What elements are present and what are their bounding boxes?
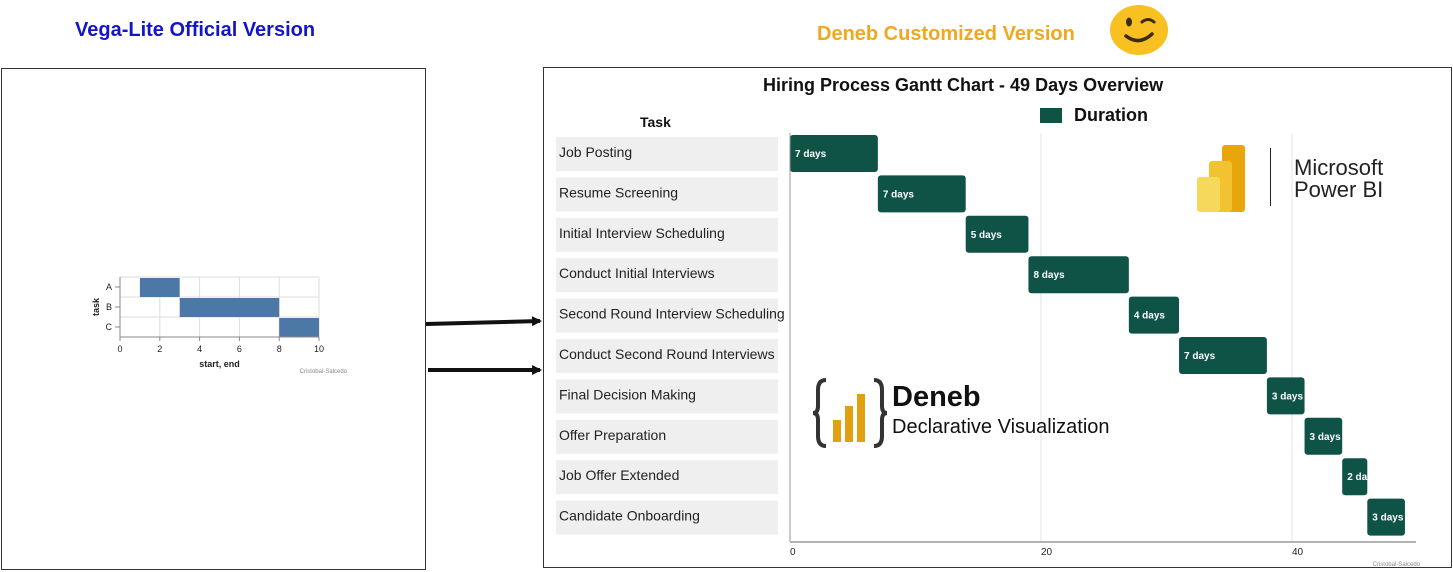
duration-label: 8 days — [1033, 270, 1065, 281]
power-bi-line2: Power BI — [1294, 177, 1384, 202]
x-tick-label: 0 — [117, 344, 122, 354]
duration-bar — [1342, 458, 1368, 496]
duration-bar — [1179, 337, 1267, 374]
task-label: Second Round Interview Scheduling — [559, 306, 785, 322]
task-label: Conduct Initial Interviews — [559, 265, 715, 281]
task-label: Final Decision Making — [559, 386, 696, 402]
task-label-box — [556, 137, 778, 171]
bar-B — [179, 298, 280, 317]
bar-C — [279, 318, 319, 337]
deneb-logo-icon — [812, 378, 888, 448]
duration-bar — [1304, 417, 1343, 455]
task-label-box — [556, 177, 778, 212]
x-tick-label: 20 — [1041, 547, 1053, 558]
y-tick-label: A — [106, 282, 112, 292]
duration-bar — [965, 215, 1029, 253]
task-label-box — [556, 419, 778, 454]
task-label: Conduct Second Round Interviews — [559, 346, 775, 362]
left-heading: Vega-Lite Official Version — [75, 19, 316, 41]
x-tick-label: 8 — [277, 344, 282, 354]
duration-label: 5 days — [971, 230, 1003, 241]
task-label: Job Offer Extended — [559, 467, 679, 483]
task-label: Offer Preparation — [559, 427, 666, 443]
duration-bar — [790, 135, 878, 172]
task-label: Job Posting — [559, 144, 632, 160]
legend: Duration — [1040, 105, 1148, 126]
vega-lite-gantt-chart: ABC 0 2 4 6 8 10 start, end taskCristobal-Salced… — [91, 276, 348, 375]
power-bi-line1: Microsoft — [1294, 155, 1384, 180]
duration-bar — [877, 175, 966, 213]
duration-label: 2 days — [1347, 472, 1379, 483]
right-heading: Deneb Customized Version — [817, 23, 1075, 45]
duration-label: 3 days — [1310, 432, 1342, 443]
y-tick-label: B — [106, 302, 112, 312]
deneb-subtitle: Declarative Visualization — [892, 416, 1110, 438]
task-label: Resume Screening — [559, 184, 678, 200]
duration-bar — [1028, 256, 1129, 294]
duration-bar — [1367, 498, 1405, 536]
credit-label: Cristobal-Salcedo — [1373, 562, 1421, 568]
deneb-title: Deneb — [892, 381, 981, 413]
power-bi-wordmark: Microsoft Power BI — [1294, 157, 1383, 201]
x-axis-title: start, end — [199, 359, 240, 369]
duration-bar — [1128, 296, 1180, 334]
arrow-1 — [425, 316, 542, 327]
task-label-box — [556, 460, 778, 495]
chart-title: Hiring Process Gantt Chart - 49 Days Ove… — [763, 75, 1164, 95]
legend-label: Duration — [1074, 105, 1148, 125]
wink-emoji-icon — [1110, 5, 1168, 55]
vega-lite-panel — [1, 68, 426, 570]
task-label-box — [556, 379, 778, 414]
duration-label: 7 days — [795, 149, 827, 160]
x-tick-label: 2 — [157, 344, 162, 354]
task-label-box — [556, 258, 778, 293]
duration-label: 3 days — [1372, 513, 1404, 524]
task-column-header: Task — [640, 114, 671, 130]
task-label-box — [556, 298, 778, 333]
duration-label: 4 days — [1134, 311, 1166, 322]
power-bi-logo-icon — [1197, 145, 1245, 212]
credit-label: Cristobal-Salcedo — [300, 369, 348, 375]
legend-swatch — [1040, 108, 1062, 123]
task-label-box — [556, 339, 778, 373]
task-label: Candidate Onboarding — [559, 508, 700, 524]
duration-bar — [1266, 377, 1305, 415]
power-bi-divider — [1270, 148, 1271, 206]
task-label: Initial Interview Scheduling — [559, 225, 725, 241]
x-tick-label: 0 — [790, 547, 796, 558]
y-axis-title: task — [91, 297, 101, 316]
duration-label: 7 days — [883, 189, 915, 200]
x-tick-label: 4 — [197, 344, 202, 354]
x-tick-label: 10 — [314, 344, 324, 354]
duration-label: 3 days — [1272, 391, 1304, 402]
x-tick-label: 40 — [1292, 547, 1304, 558]
duration-label: 7 days — [1184, 351, 1216, 362]
task-label-box — [556, 217, 778, 252]
x-tick-label: 6 — [237, 344, 242, 354]
y-tick-label: C — [106, 322, 113, 332]
task-label-box — [556, 500, 778, 535]
bar-A — [139, 278, 180, 297]
